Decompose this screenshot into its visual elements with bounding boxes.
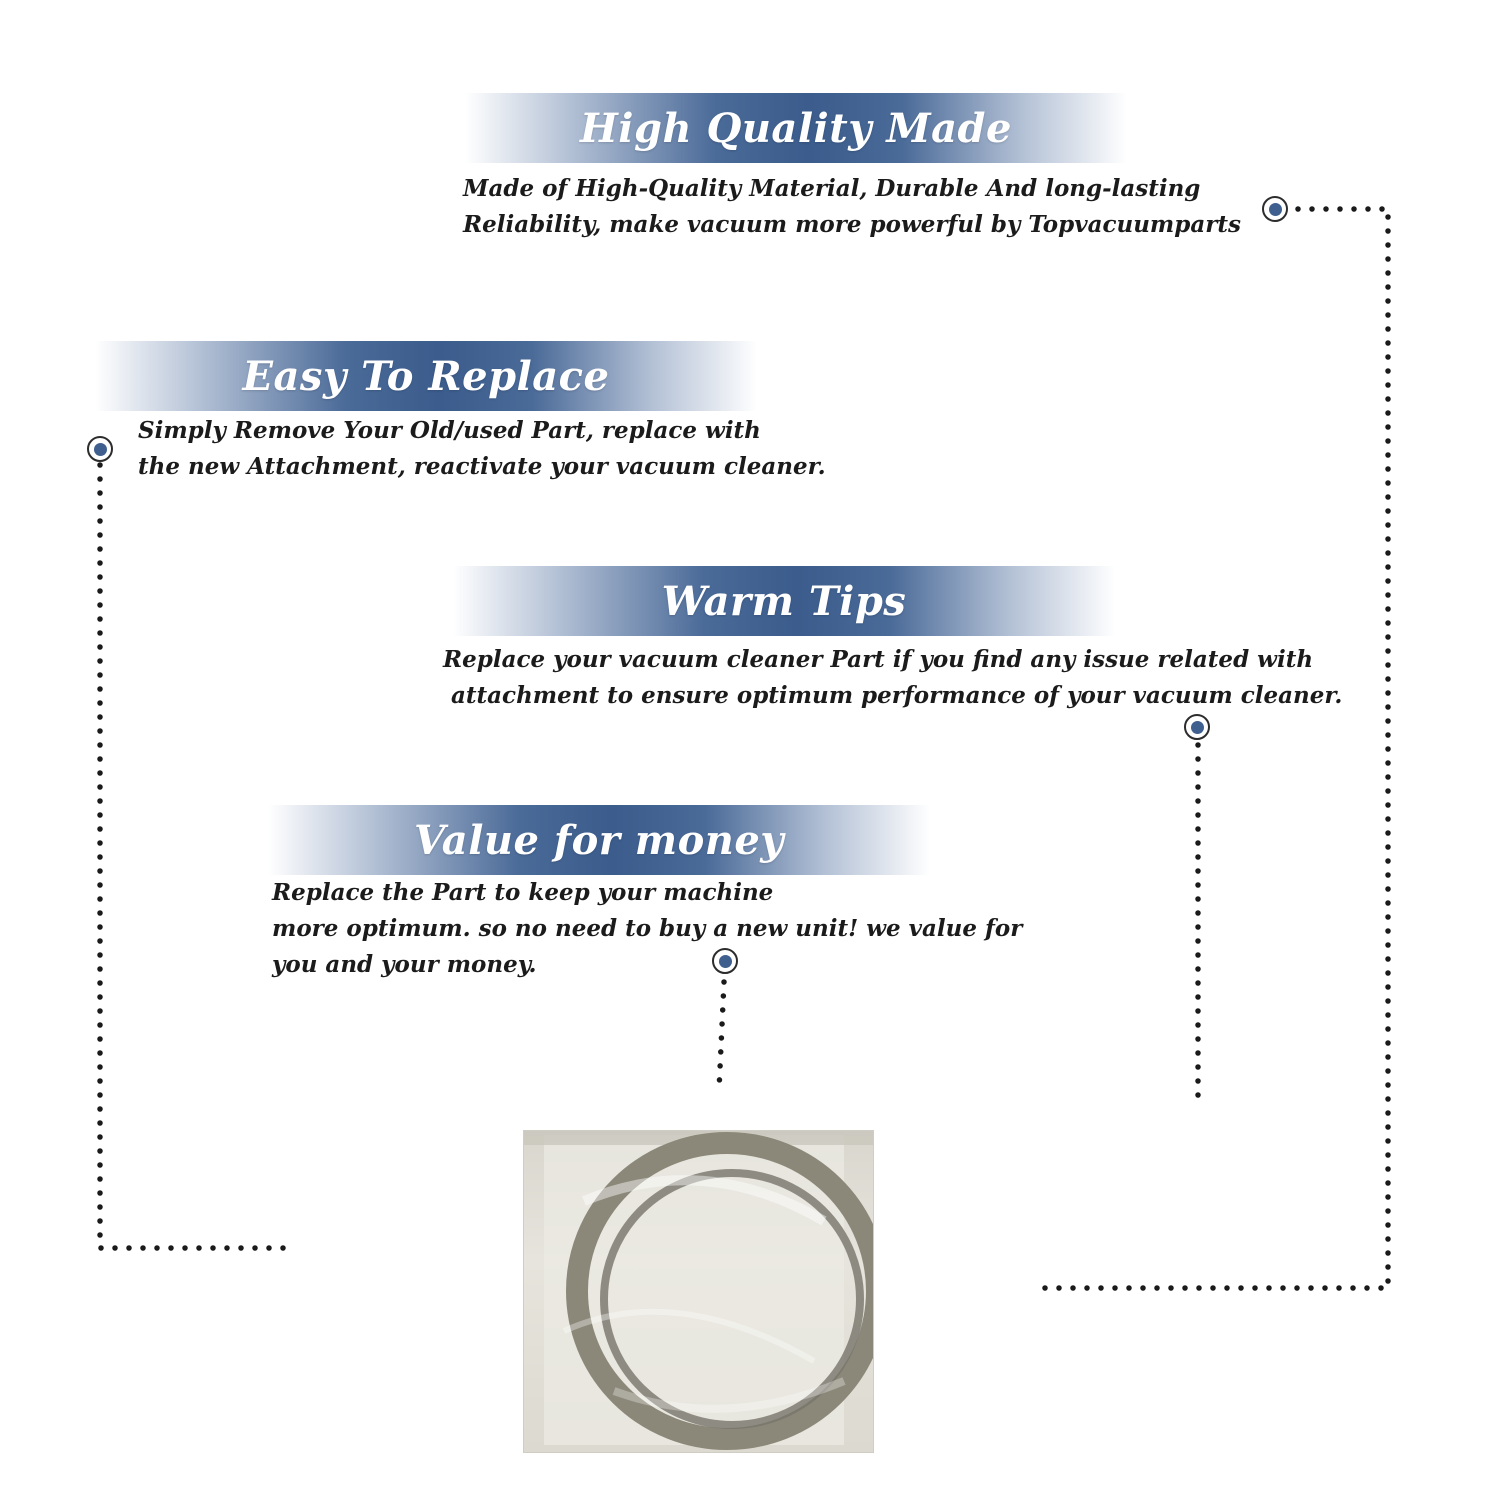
marker-dot-icon [1184,714,1210,740]
marker-dot-icon [87,436,113,462]
description-line: Simply Remove Your Old/used Part, replac… [138,417,761,444]
description-value-money: Replace the Part to keep your machine mo… [272,875,1022,983]
description-line: you and your money. [272,951,537,978]
banner-value-money: Value for money [268,805,930,875]
description-line: Replace your vacuum cleaner Part if you … [443,646,1314,673]
gasket-ring-inner [600,1169,864,1429]
banner-warm-tips: Warm Tips [453,566,1115,636]
description-line: more optimum. so no need to buy a new un… [272,915,1023,942]
marker-dot-icon [1262,196,1288,222]
description-line: the new Attachment, reactivate your vacu… [138,453,826,480]
marker-dot-icon [712,948,738,974]
plastic-glare [562,1308,816,1364]
plastic-glare [612,1377,846,1413]
gasket-ring-outer [566,1132,873,1450]
connector-easy-replace [97,462,299,1251]
description-high-quality: Made of High-Quality Material, Durable A… [463,171,1241,243]
banner-high-quality: High Quality Made [465,93,1127,163]
gasket-ring-icon [524,1131,873,1450]
description-line: attachment to ensure optimum performance… [443,682,1343,709]
banner-title: High Quality Made [580,104,1012,152]
connector-value-money [716,979,727,1093]
description-line: Made of High-Quality Material, Durable A… [463,175,1201,202]
plastic-glare [582,1175,827,1226]
description-line: Replace the Part to keep your machine [272,879,774,906]
banner-easy-replace: Easy To Replace [95,341,757,411]
connector-high-quality [1034,206,1391,1291]
banner-title: Warm Tips [661,577,907,625]
banner-title: Easy To Replace [242,352,610,400]
description-warm-tips: Replace your vacuum cleaner Part if you … [443,642,1342,714]
product-image [523,1130,874,1453]
banner-title: Value for money [413,816,785,864]
description-line: Reliability, make vacuum more powerful b… [463,211,1241,238]
description-easy-replace: Simply Remove Your Old/used Part, replac… [138,413,826,485]
